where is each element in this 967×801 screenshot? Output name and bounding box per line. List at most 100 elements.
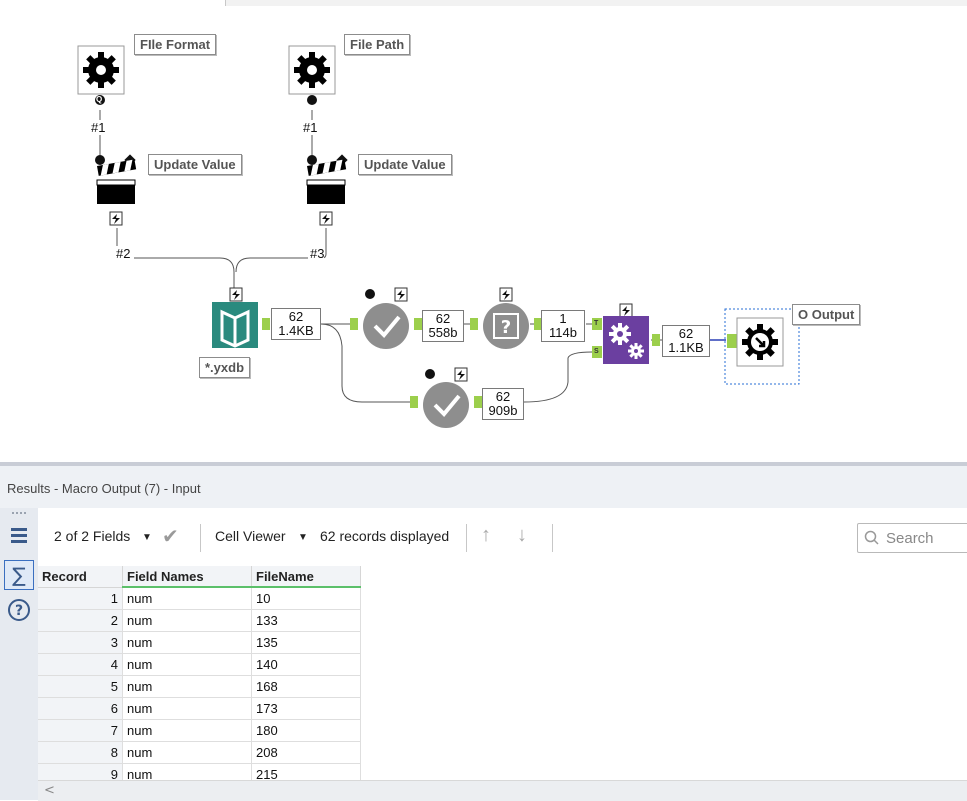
record-size: 1.4KB [278, 323, 314, 338]
anchor-t-label: T [594, 320, 599, 327]
update-value-tool-2 [306, 154, 348, 226]
column-header-field-names[interactable]: Field Names [122, 566, 252, 588]
connection-label-3: #3 [310, 246, 325, 261]
field-names-cell[interactable]: num [122, 675, 252, 698]
column-header-filename[interactable]: FileName [251, 566, 361, 588]
search-icon [864, 530, 879, 545]
workflow-connections: ? [77, 45, 800, 428]
filename-cell[interactable]: 168 [251, 675, 361, 698]
annotation-file-format: FIle Format [134, 34, 217, 55]
checkmark-icon[interactable]: ✔ [162, 526, 179, 548]
record-count: 62 [435, 311, 451, 326]
field-names-cell[interactable]: num [122, 587, 252, 610]
column-header-record[interactable]: Record [38, 566, 123, 588]
macro-input-tool-2 [288, 45, 336, 105]
record-count-box: 62 1.4KB [271, 308, 321, 340]
filename-cell[interactable]: 180 [251, 719, 361, 742]
connection-label-1-right: #1 [303, 120, 318, 135]
filename-cell[interactable]: 215 [251, 763, 361, 780]
results-header: Results - Macro Output (7) - Input [0, 466, 967, 509]
record-size: 558b [428, 325, 458, 340]
field-names-cell[interactable]: num [122, 741, 252, 764]
field-names-cell[interactable]: num [122, 719, 252, 742]
record-cell: 8 [38, 741, 123, 764]
field-names-cell[interactable]: num [122, 609, 252, 632]
toolbar-divider [200, 524, 201, 552]
results-side-toolbar: ∑ ? [0, 508, 39, 800]
record-count: 62 [495, 389, 511, 404]
results-title: Results - Macro Output (7) - Input [7, 481, 201, 496]
filename-cell[interactable]: 135 [251, 631, 361, 654]
filename-cell[interactable]: 133 [251, 609, 361, 632]
chevron-down-icon[interactable]: ▼ [142, 532, 152, 543]
annotation-output: O Output [792, 304, 861, 325]
record-cell: 9 [38, 763, 123, 780]
arrow-down-icon[interactable]: ↓ [517, 524, 527, 546]
filename-cell[interactable]: 10 [251, 587, 361, 610]
filename-cell[interactable]: 173 [251, 697, 361, 720]
filename-cell[interactable]: 140 [251, 653, 361, 676]
record-count: 1 [559, 311, 567, 326]
scroll-left-icon[interactable]: < [44, 783, 55, 798]
workflow-canvas[interactable]: ? [0, 6, 967, 462]
connection-label-1-left: #1 [91, 120, 106, 135]
list-view-icon[interactable] [4, 522, 34, 550]
search-box[interactable] [857, 523, 967, 553]
results-toolbar: 2 of 2 Fields ▼ ✔ Cell Viewer ▼ 62 recor… [38, 508, 967, 566]
anchor-q-label: Q [96, 95, 103, 104]
records-displayed: 62 records displayed [320, 528, 450, 544]
fields-dropdown[interactable]: 2 of 2 Fields [54, 528, 131, 544]
record-size: 114b [549, 325, 577, 340]
record-cell: 5 [38, 675, 123, 698]
filename-cell[interactable]: 208 [251, 741, 361, 764]
metadata-sigma-icon[interactable]: ∑ [4, 560, 34, 590]
record-count-box: 62 1.1KB [662, 325, 710, 357]
annotation-update-value-1: Update Value [148, 154, 242, 175]
field-names-cell[interactable]: num [122, 653, 252, 676]
record-cell: 6 [38, 697, 123, 720]
record-count: 62 [288, 309, 304, 324]
record-count-box: 1 114b [541, 310, 585, 342]
dynamic-tool: ? [470, 287, 542, 349]
record-size: 909b [488, 403, 518, 418]
horizontal-scrollbar[interactable]: < [38, 780, 967, 801]
field-names-cell[interactable]: num [122, 631, 252, 654]
record-size: 1.1KB [668, 340, 704, 355]
record-cell: 3 [38, 631, 123, 654]
anchor-s-label: S [594, 348, 599, 355]
table-header-row: Record Field Names FileName [38, 566, 361, 588]
svg-text:?: ? [501, 317, 511, 338]
field-names-cell[interactable]: num [122, 697, 252, 720]
record-count: 62 [678, 326, 694, 341]
chevron-down-icon[interactable]: ▼ [298, 532, 308, 543]
search-input[interactable] [884, 527, 967, 549]
record-count-box: 62 909b [482, 388, 524, 420]
toolbar-divider [552, 524, 553, 552]
panel-splitter[interactable] [0, 462, 967, 466]
annotation-update-value-2: Update Value [358, 154, 452, 175]
record-cell: 2 [38, 609, 123, 632]
help-icon[interactable]: ? [4, 596, 34, 624]
cell-viewer-dropdown[interactable]: Cell Viewer [215, 528, 286, 544]
svg-text:?: ? [15, 603, 23, 619]
record-cell: 4 [38, 653, 123, 676]
filter-tool-1 [350, 287, 422, 349]
input-data-tool [212, 287, 270, 348]
field-names-cell[interactable]: num [122, 763, 252, 780]
arrow-up-icon[interactable]: ↑ [481, 524, 491, 546]
record-count-box: 62 558b [422, 310, 464, 342]
grip-handle[interactable] [12, 512, 26, 516]
annotation-file-path: File Path [344, 34, 411, 55]
connection-label-2: #2 [116, 246, 131, 261]
macro-output-tool [724, 308, 800, 385]
